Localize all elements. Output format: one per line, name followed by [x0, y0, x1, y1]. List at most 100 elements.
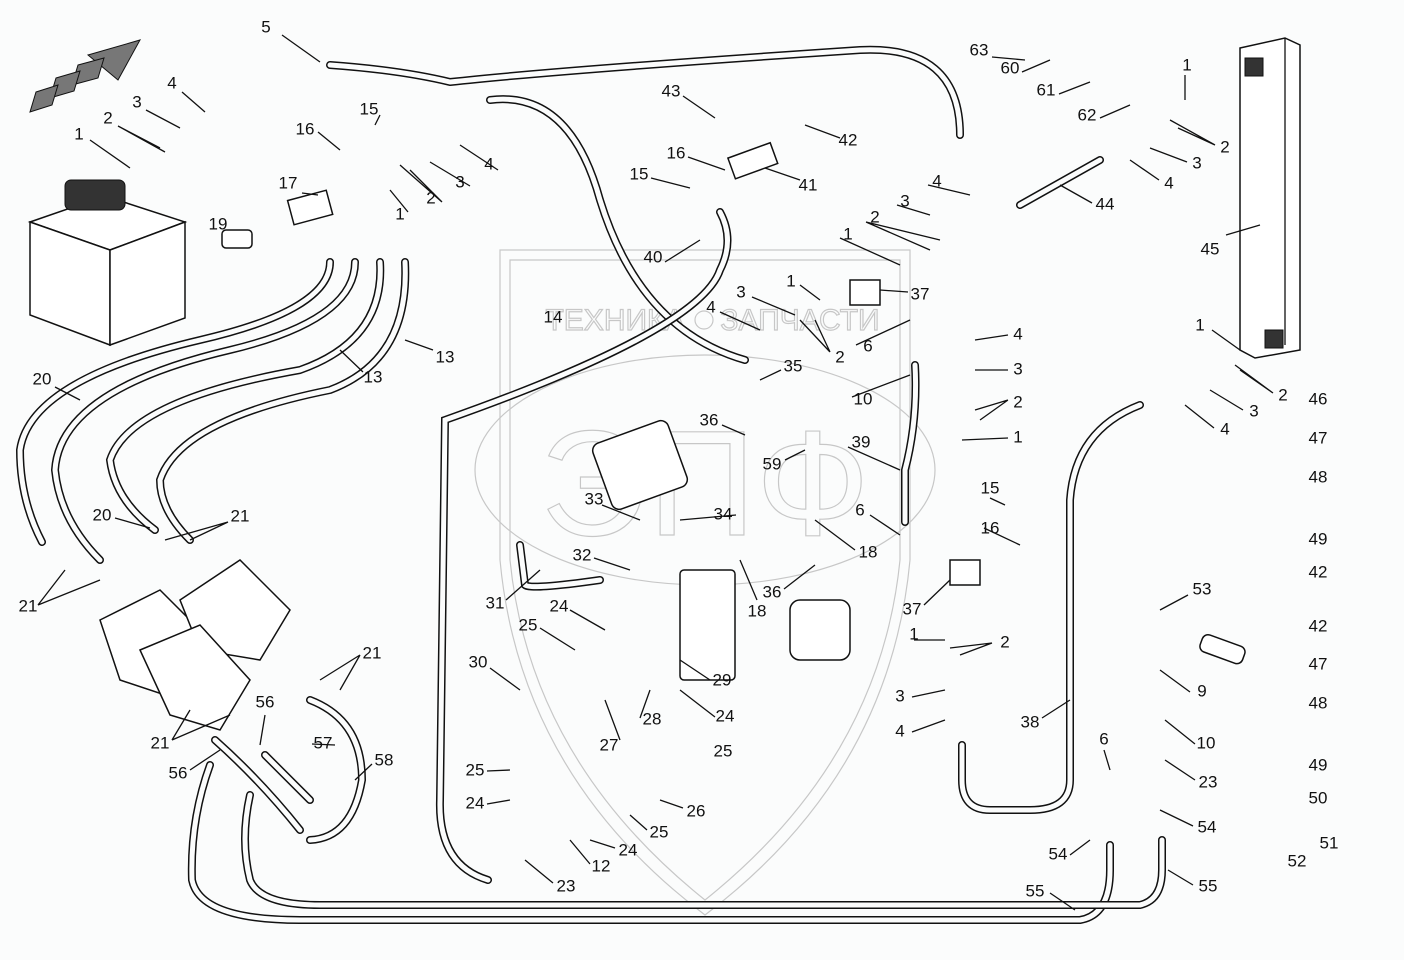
- callout-18: 18: [748, 601, 767, 620]
- callout-26: 26: [687, 801, 706, 820]
- callout-40: 40: [644, 247, 663, 266]
- watermark: ЭПФ ТЕХНИКА ЗАПЧАСТИ: [474, 249, 936, 916]
- callout-2: 2: [1220, 137, 1229, 156]
- oil-cooler: [1239, 37, 1301, 359]
- callout-55: 55: [1026, 881, 1045, 900]
- callout-24: 24: [619, 840, 638, 859]
- callout-10: 10: [1197, 733, 1216, 752]
- hose-2: [437, 209, 730, 883]
- callout-58: 58: [375, 750, 394, 769]
- pumps-and-fittings: [99, 141, 1246, 731]
- callout-3: 3: [455, 172, 464, 191]
- callout-45: 45: [1201, 239, 1220, 258]
- hose-0: [327, 47, 963, 138]
- callout-4: 4: [706, 297, 715, 316]
- callout-6: 6: [863, 336, 872, 355]
- callout-2: 2: [426, 188, 435, 207]
- callout-23: 23: [1199, 772, 1218, 791]
- callout-51: 51: [1320, 833, 1339, 852]
- callout-numbers: 5432115161719123443421615416360616212344…: [19, 17, 1339, 900]
- callout-3: 3: [1192, 153, 1201, 172]
- callout-49: 49: [1309, 529, 1328, 548]
- callout-3: 3: [1249, 401, 1258, 420]
- callout-31: 31: [486, 593, 505, 612]
- callout-33: 33: [585, 489, 604, 508]
- callout-1: 1: [1182, 55, 1191, 74]
- callout-56: 56: [169, 763, 188, 782]
- callout-15: 15: [360, 99, 379, 118]
- callout-3: 3: [736, 282, 745, 301]
- callout-1: 1: [1195, 315, 1204, 334]
- callout-1: 1: [843, 224, 852, 243]
- hose-9: [959, 402, 1143, 813]
- callout-2: 2: [1013, 392, 1022, 411]
- callout-60: 60: [1001, 58, 1020, 77]
- callout-1: 1: [786, 271, 795, 290]
- hydraulic-tank: [27, 179, 188, 347]
- leader-lines: [37, 34, 1274, 911]
- callout-34: 34: [714, 504, 733, 523]
- callout-2: 2: [1278, 385, 1287, 404]
- callout-25: 25: [519, 615, 538, 634]
- callout-38: 38: [1021, 712, 1040, 731]
- gear-icon: [694, 310, 714, 330]
- callout-36: 36: [700, 410, 719, 429]
- hose-9: [958, 401, 1144, 814]
- callout-42: 42: [1309, 562, 1328, 581]
- callout-28: 28: [643, 709, 662, 728]
- callout-2: 2: [103, 108, 112, 127]
- callout-21: 21: [19, 596, 38, 615]
- callout-16: 16: [667, 143, 686, 162]
- callout-44: 44: [1096, 194, 1115, 213]
- hose-11: [212, 737, 313, 833]
- callout-25: 25: [466, 760, 485, 779]
- callout-50: 50: [1309, 788, 1328, 807]
- callout-16: 16: [981, 518, 1000, 537]
- direction-arrows-icon: [29, 39, 142, 113]
- callout-15: 15: [630, 164, 649, 183]
- hose-8: [242, 792, 1165, 908]
- hose-1: [487, 96, 748, 363]
- callout-41: 41: [799, 175, 818, 194]
- callout-3: 3: [900, 191, 909, 210]
- callout-4: 4: [1013, 324, 1022, 343]
- callout-15: 15: [981, 478, 1000, 497]
- callout-19: 19: [209, 214, 228, 233]
- callout-32: 32: [573, 545, 592, 564]
- callout-1: 1: [395, 204, 404, 223]
- hose-6: [157, 259, 408, 543]
- callout-49: 49: [1309, 755, 1328, 774]
- callout-13: 13: [436, 347, 455, 366]
- callout-3: 3: [132, 92, 141, 111]
- hose-10: [307, 697, 365, 843]
- callout-56: 56: [256, 692, 275, 711]
- callout-25: 25: [714, 741, 733, 760]
- callout-16: 16: [296, 119, 315, 138]
- hoses: [15, 45, 1166, 924]
- callout-20: 20: [93, 505, 112, 524]
- callout-14: 14: [544, 307, 563, 326]
- callout-1: 1: [1013, 427, 1022, 446]
- hose-0: [326, 45, 964, 139]
- callout-37: 37: [903, 599, 922, 618]
- callout-27: 27: [600, 735, 619, 754]
- callout-54: 54: [1049, 844, 1068, 863]
- callout-13: 13: [364, 367, 383, 386]
- callout-47: 47: [1309, 428, 1328, 447]
- callout-4: 4: [932, 171, 941, 190]
- callout-18: 18: [859, 542, 878, 561]
- watermark-logo: ЭПФ: [540, 399, 870, 567]
- callout-4: 4: [895, 721, 904, 740]
- callout-2: 2: [835, 347, 844, 366]
- callout-1: 1: [74, 124, 83, 143]
- callout-24: 24: [716, 706, 735, 725]
- callout-53: 53: [1193, 579, 1212, 598]
- hose-7: [189, 762, 1113, 923]
- hose-4: [52, 259, 358, 563]
- callout-36: 36: [763, 582, 782, 601]
- callout-21: 21: [231, 506, 250, 525]
- callout-25: 25: [650, 822, 669, 841]
- callout-52: 52: [1288, 851, 1307, 870]
- hose-10: [306, 696, 367, 844]
